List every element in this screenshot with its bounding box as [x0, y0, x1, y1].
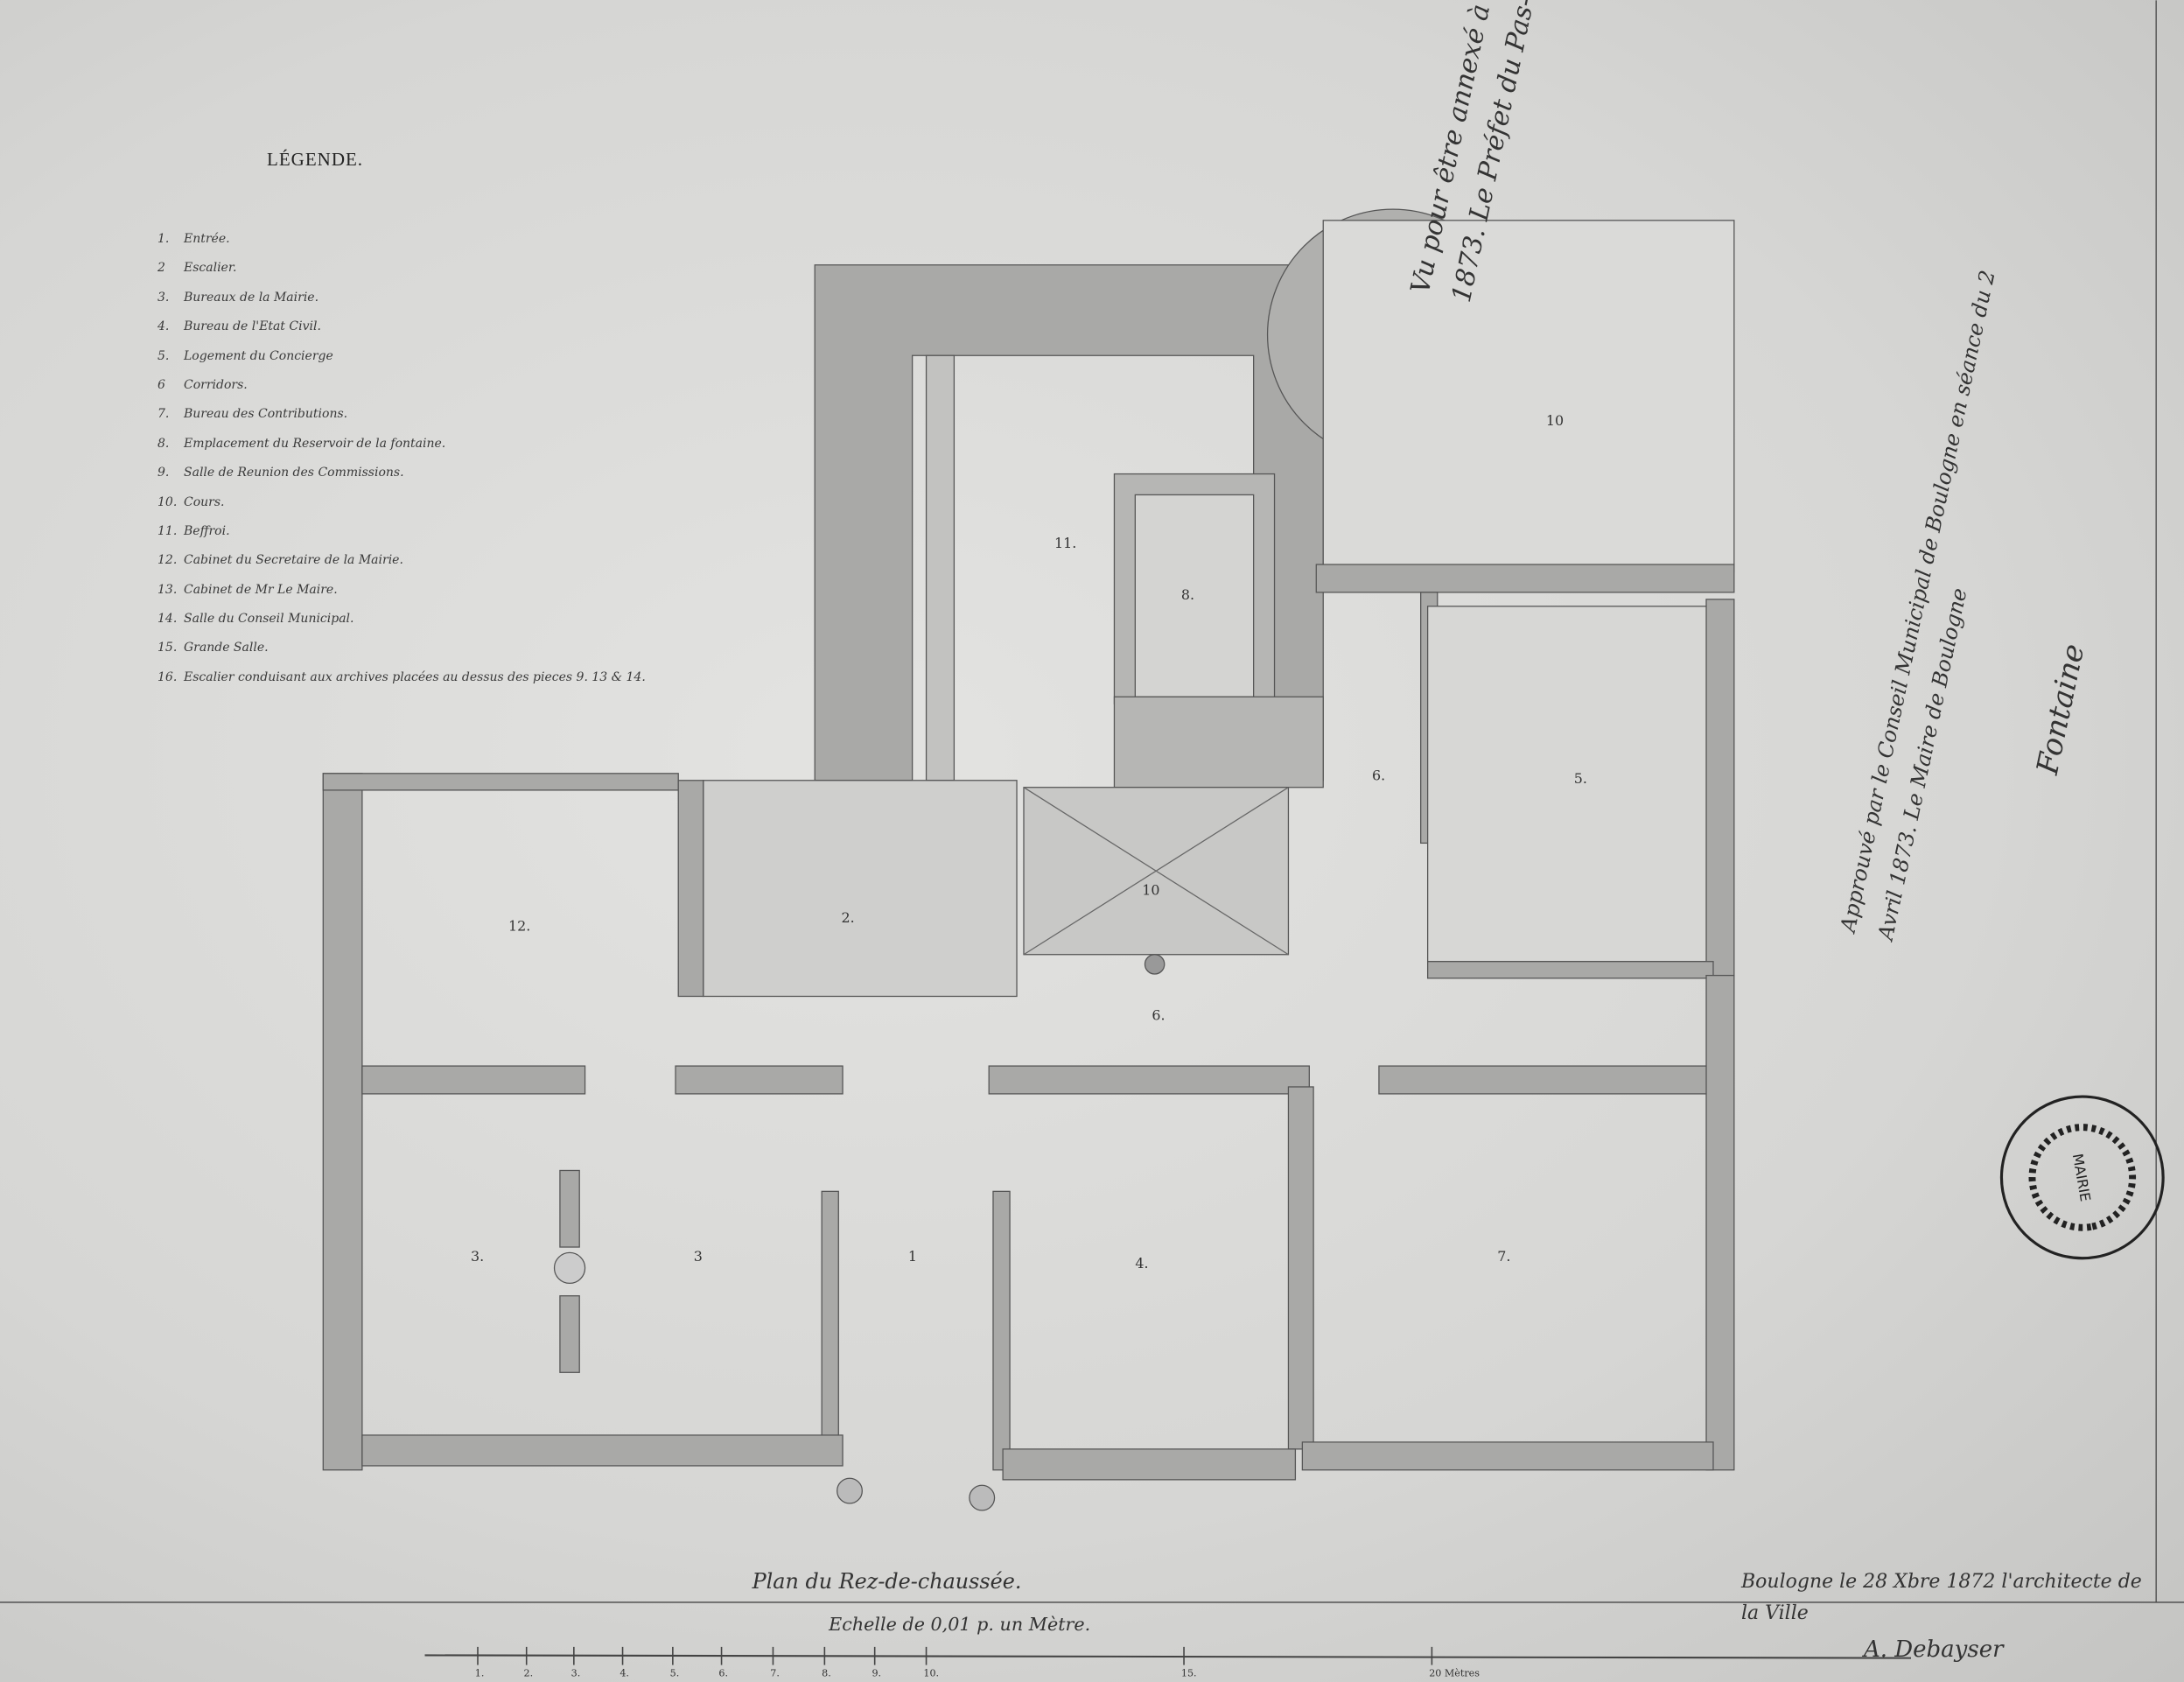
label-room-6b: 6.	[1152, 1007, 1165, 1024]
outer-wall-left	[322, 773, 363, 1471]
legend-item-label: Salle de Reunion des Commissions.	[184, 466, 404, 480]
label-room-12: 12.	[508, 918, 530, 935]
column	[553, 1251, 586, 1285]
legend-item-number: 16.	[158, 669, 178, 684]
legend-item-label: Bureau de l'Etat Civil.	[184, 319, 321, 334]
label-room-10b: 10	[1142, 881, 1159, 898]
scale-tick-label: 20 Mètres	[1429, 1667, 1480, 1678]
legend-item: 3. Bureaux de la Mairie.	[158, 284, 770, 312]
legend-item-number: 9.	[158, 466, 170, 480]
label-room-11: 11.	[1054, 535, 1076, 551]
scale-tick-label: 6.	[718, 1667, 728, 1678]
legend-item-label: Logement du Concierge	[184, 348, 333, 363]
scale-tick-label: 2.	[524, 1667, 534, 1678]
belfry-inner-wall	[925, 354, 956, 781]
legend-item: 12. Cabinet du Secretaire de la Mairie.	[158, 546, 770, 575]
architect-signature: A. Debayser	[1864, 1636, 2004, 1663]
courtyard-10	[1322, 220, 1735, 572]
legend-item-label: Cours.	[184, 494, 225, 509]
scale-tick-label: 8.	[822, 1667, 831, 1678]
legend-item-label: Entrée.	[184, 232, 230, 246]
legend-item-number: 2	[158, 261, 165, 276]
legend-item-number: 15.	[158, 641, 178, 655]
legend-item: 2 Escalier.	[158, 254, 770, 283]
legend-item: 13. Cabinet de Mr Le Maire.	[158, 576, 770, 605]
legend-item-label: Escalier conduisant aux archives placées…	[184, 669, 646, 684]
scale-title: Echelle de 0,01 p. un Mètre.	[828, 1614, 1090, 1635]
legend-item-number: 8.	[158, 436, 170, 451]
legend-list: 1. Entrée. 2 Escalier. 3. Bureaux de la Mairi…	[158, 225, 770, 692]
legend-item: 5. Logement du Concierge	[158, 342, 770, 371]
legend-item: 8. Emplacement du Reservoir de la fontain…	[158, 430, 770, 459]
legend-item: 1. Entrée.	[158, 225, 770, 254]
legend-item: 10. Cours.	[158, 488, 770, 517]
legend-item-number: 5.	[158, 348, 170, 363]
label-room-7: 7.	[1497, 1248, 1510, 1265]
legend-item-number: 12.	[158, 553, 178, 568]
label-room-3b: 3	[694, 1248, 703, 1265]
label-room-2: 2.	[841, 909, 854, 926]
legend-item-label: Beffroi.	[184, 523, 230, 538]
scale-tick-label: 9.	[872, 1667, 881, 1678]
legend-item-number: 11.	[158, 523, 178, 538]
pillar	[559, 1169, 580, 1248]
staircase-2	[703, 780, 1018, 998]
room-labels: 1 2. 3. 3 4. 5. 6. 6. 7. 8. 10 10 11. 12…	[471, 412, 1587, 1635]
legend-title: LÉGENDE.	[267, 149, 364, 170]
room-5	[1426, 606, 1714, 963]
legend-item: 6 Corridors.	[158, 371, 770, 400]
scale-tick-label: 4.	[620, 1667, 629, 1678]
scale-tick-label: 7.	[770, 1667, 780, 1678]
legend-item: 11. Beffroi.	[158, 517, 770, 546]
legend-item-number: 1.	[158, 232, 170, 246]
scale-tick-label: 10.	[923, 1667, 939, 1678]
walls	[322, 208, 1735, 1511]
scale-tick-label: 15.	[1181, 1667, 1197, 1678]
legend-item-number: 14.	[158, 612, 178, 627]
legend-item-label: Salle du Conseil Municipal.	[184, 612, 354, 627]
legend-item-label: Escalier.	[184, 261, 237, 276]
room-8	[1134, 494, 1255, 697]
legend-item-label: Bureaux de la Mairie.	[184, 290, 319, 305]
legend-item: 9. Salle de Reunion des Commissions.	[158, 459, 770, 487]
legend-item-label: Grande Salle.	[184, 641, 269, 655]
scale-tick-label: 1.	[475, 1667, 485, 1678]
scale-tick-label: 3.	[571, 1667, 581, 1678]
label-room-10a: 10	[1546, 412, 1564, 429]
legend-item-label: Corridors.	[184, 377, 248, 392]
legend-item-label: Cabinet du Secretaire de la Mairie.	[184, 553, 403, 568]
legend-item-label: Emplacement du Reservoir de la fontaine.	[184, 436, 446, 451]
legend-item: 4. Bureau de l'Etat Civil.	[158, 312, 770, 341]
legend-item: 16. Escalier conduisant aux archives plac…	[158, 663, 770, 692]
legend-item-label: Cabinet de Mr Le Maire.	[184, 582, 338, 597]
scale-ticks: 1. 2. 3. 4. 5. 6. 7. 8. 9. 10. 15. 20 Mètres	[475, 1646, 1480, 1678]
mairie-stamp: MAIRIE	[1999, 1095, 2165, 1260]
legend-item: 15. Grande Salle.	[158, 634, 770, 662]
scale-tick-label: 5.	[670, 1667, 680, 1678]
legend-item: 7. Bureau des Contributions.	[158, 400, 770, 429]
legend-item-label: Bureau des Contributions.	[184, 407, 348, 422]
plan-title: Plan du Rez-de-chaussée.	[752, 1569, 1022, 1594]
legend-item-number: 10.	[158, 494, 178, 509]
legend-item-number: 13.	[158, 582, 178, 597]
label-room-4: 4.	[1135, 1255, 1148, 1272]
legend-item-number: 3.	[158, 290, 170, 305]
legend-item: 14. Salle du Conseil Municipal.	[158, 605, 770, 634]
pillar	[559, 1295, 580, 1373]
architect-annotation: Boulogne le 28 Xbre 1872 l'architecte de…	[1741, 1571, 2142, 1624]
svg-text:MAIRIE: MAIRIE	[2069, 1153, 2094, 1203]
scale-bar	[424, 1654, 1912, 1659]
label-room-8: 8.	[1181, 586, 1194, 603]
label-room-6a: 6.	[1372, 767, 1385, 784]
legend-item-number: 7.	[158, 407, 170, 422]
label-room-3a: 3.	[471, 1248, 484, 1265]
label-room-1: 1	[908, 1248, 917, 1265]
legend-item-number: 4.	[158, 319, 170, 334]
label-room-5: 5.	[1574, 770, 1587, 787]
legend: LÉGENDE. 1. Entrée. 2 Escalier. 3. Bureaux de…	[158, 149, 770, 692]
legend-item-number: 6	[158, 377, 165, 392]
